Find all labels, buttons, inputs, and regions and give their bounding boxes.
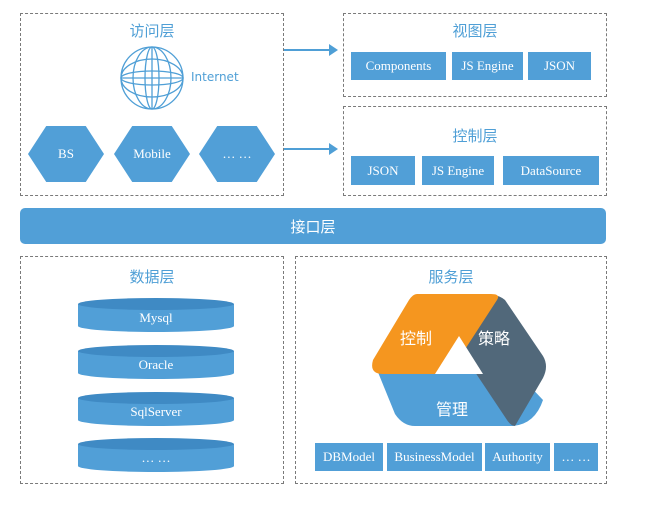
service-cycle-diagram — [372, 294, 546, 426]
cycle-label-management: 管理 — [436, 400, 469, 419]
service-item-dbmodel: DBModel — [315, 443, 383, 471]
globe-icon — [120, 46, 184, 110]
service-item-businessmodel: BusinessModel — [387, 443, 482, 471]
database-more: … … — [78, 438, 234, 474]
service-item-authority: Authority — [485, 443, 550, 471]
service-layer-panel: 服务层 — [295, 256, 607, 484]
view-item-js-engine: JS Engine — [452, 52, 523, 80]
service-item-more: … … — [554, 443, 598, 471]
control-layer-title: 控制层 — [452, 127, 498, 145]
service-layer-title: 服务层 — [428, 268, 474, 286]
access-layer-panel: 访问层 Internet BS Mobile … … — [20, 13, 284, 196]
view-layer-panel: 视图层 Components JS Engine JSON — [343, 13, 607, 97]
data-layer-panel: 数据层 — [20, 256, 284, 484]
control-item-json: JSON — [351, 156, 415, 185]
view-layer-title: 视图层 — [452, 22, 498, 40]
database-mysql: Mysql — [78, 298, 234, 334]
client-mobile: Mobile — [114, 126, 190, 182]
cycle-label-control: 控制 — [400, 329, 433, 348]
view-item-components: Components — [351, 52, 446, 80]
view-item-json: JSON — [528, 52, 591, 80]
access-layer-title: 访问层 — [129, 22, 175, 40]
database-sqlserver: SqlServer — [78, 392, 234, 428]
cycle-label-strategy: 策略 — [478, 329, 511, 348]
database-oracle: Oracle — [78, 345, 234, 381]
control-item-js-engine: JS Engine — [422, 156, 494, 185]
data-layer-title: 数据层 — [129, 268, 175, 286]
cycle-segment-control — [372, 294, 499, 374]
arrow-to-view-layer — [284, 44, 338, 56]
internet-label: Internet — [191, 70, 239, 84]
control-item-datasource: DataSource — [503, 156, 599, 185]
client-more: … … — [199, 126, 275, 182]
interface-layer-bar: 接口层 — [20, 208, 606, 244]
control-layer-panel: 控制层 JSON JS Engine DataSource — [343, 106, 607, 196]
client-bs: BS — [28, 126, 104, 182]
arrow-to-control-layer — [284, 143, 338, 155]
